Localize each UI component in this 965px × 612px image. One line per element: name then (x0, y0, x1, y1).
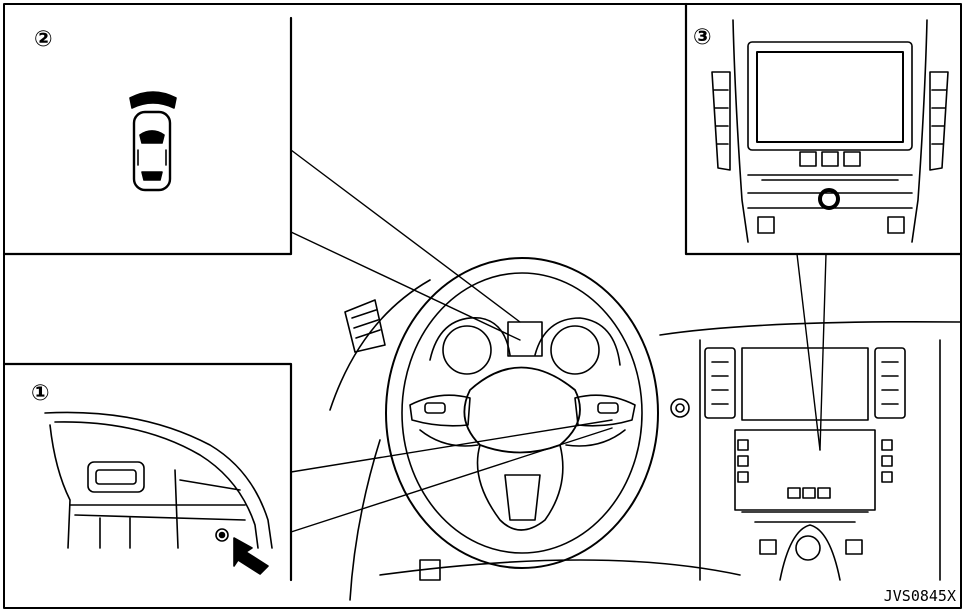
figure-border (3, 3, 962, 609)
screen-icon (756, 51, 904, 143)
pointer-arrow-icon (233, 537, 269, 575)
dashboard-main (329, 257, 961, 601)
steering-wheel (385, 257, 659, 569)
inset-3-panel (684, 2, 963, 256)
figure-code: JVS0845X (883, 587, 956, 605)
inset-1-panel (2, 362, 293, 582)
leader-lines (290, 149, 827, 533)
steering-switch-detail (44, 411, 273, 575)
car-sensor-icon (129, 91, 177, 192)
inset-2-panel (2, 16, 293, 256)
steering-hub (463, 366, 581, 454)
center-console-detail (711, 19, 949, 243)
callout-3: ③ (693, 25, 712, 50)
target-button-icon (215, 528, 229, 542)
callout-1: ① (31, 381, 50, 406)
callout-2: ② (34, 27, 53, 52)
